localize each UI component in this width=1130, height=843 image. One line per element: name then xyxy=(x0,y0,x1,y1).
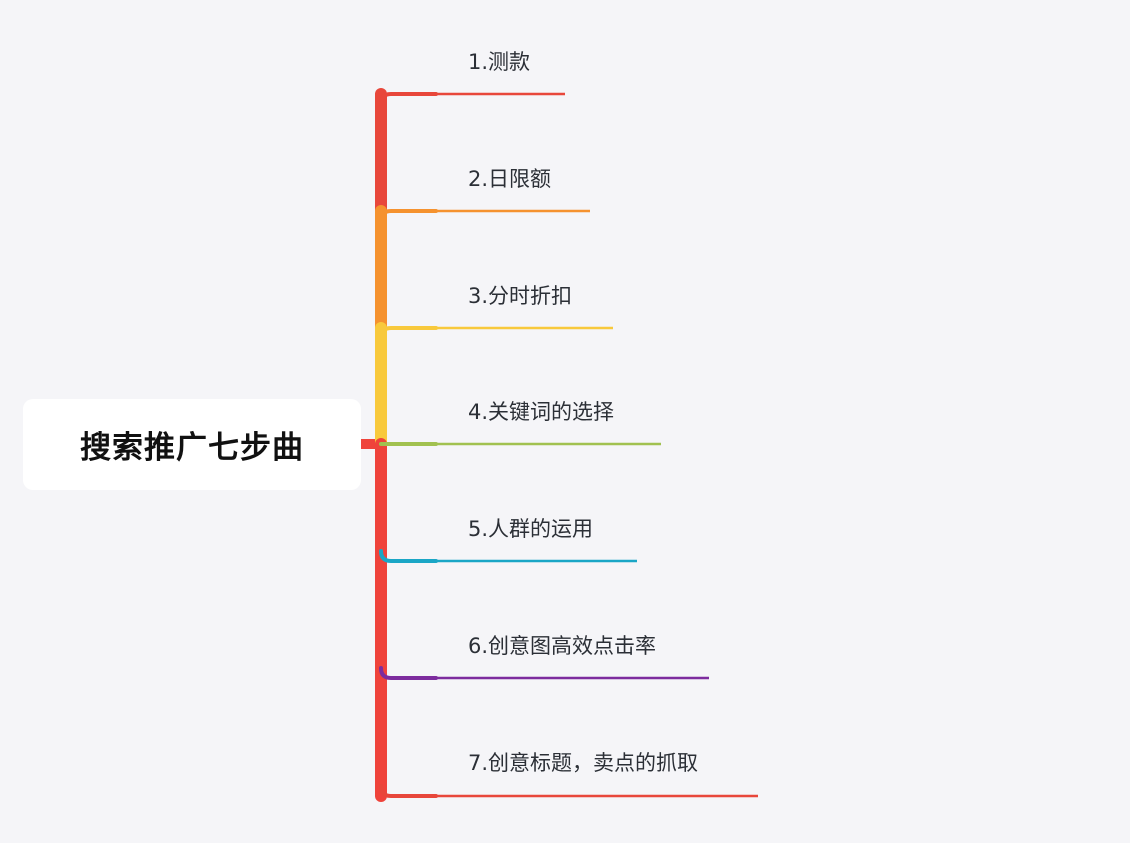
branch-elbow-6 xyxy=(379,666,438,680)
root-connector-stub xyxy=(361,439,387,449)
branch-topic-1[interactable]: 1.测款 xyxy=(468,50,531,74)
branch-topic-7[interactable]: 7.创意标题，卖点的抓取 xyxy=(468,751,699,775)
branch-elbow-7 xyxy=(379,784,438,798)
branch-elbow-3 xyxy=(379,326,438,340)
branch-elbow-1 xyxy=(379,92,438,106)
branch-topic-6[interactable]: 6.创意图高效点击率 xyxy=(468,634,657,658)
branch-topic-5[interactable]: 5.人群的运用 xyxy=(468,517,594,541)
root-topic[interactable]: 搜索推广七步曲 xyxy=(23,399,361,490)
branch-topic-3[interactable]: 3.分时折扣 xyxy=(468,284,573,308)
root-topic-title: 搜索推广七步曲 xyxy=(80,430,304,466)
branch-topic-4[interactable]: 4.关键词的选择 xyxy=(468,400,615,424)
branch-elbow-5 xyxy=(379,549,438,563)
branch-topic-2[interactable]: 2.日限额 xyxy=(468,167,552,191)
branch-elbow-2 xyxy=(379,209,438,223)
